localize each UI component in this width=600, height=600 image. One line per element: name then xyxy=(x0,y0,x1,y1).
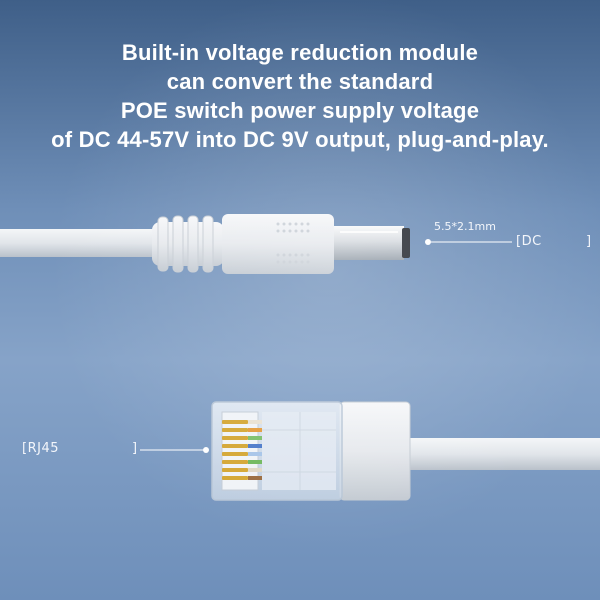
dc-strain-relief xyxy=(152,215,224,273)
rj45-contacts xyxy=(222,420,248,480)
rj45-boot xyxy=(339,401,411,501)
dc-size-label: 5.5*2.1mm xyxy=(434,220,496,233)
dc-barrel xyxy=(334,226,410,260)
headline: Built-in voltage reduction module can co… xyxy=(0,38,600,154)
rj45-plug xyxy=(211,401,343,501)
rj45-wires xyxy=(248,420,262,480)
dc-cable xyxy=(0,229,170,257)
rj45-label: [RJ45 xyxy=(22,441,138,456)
headline-line-2: can convert the standard xyxy=(166,69,434,94)
headline-line-1: Built-in voltage reduction module xyxy=(121,40,479,65)
dc-callout xyxy=(425,239,512,245)
dc-plug-body xyxy=(222,214,334,274)
rj45-cable xyxy=(405,438,600,470)
headline-line-4: of DC 44-57V into DC 9V output, plug-and… xyxy=(51,127,549,152)
headline-line-3: POE switch power supply voltage xyxy=(120,98,480,123)
dc-label: [DC xyxy=(516,234,591,249)
rj45-callout xyxy=(140,447,209,453)
